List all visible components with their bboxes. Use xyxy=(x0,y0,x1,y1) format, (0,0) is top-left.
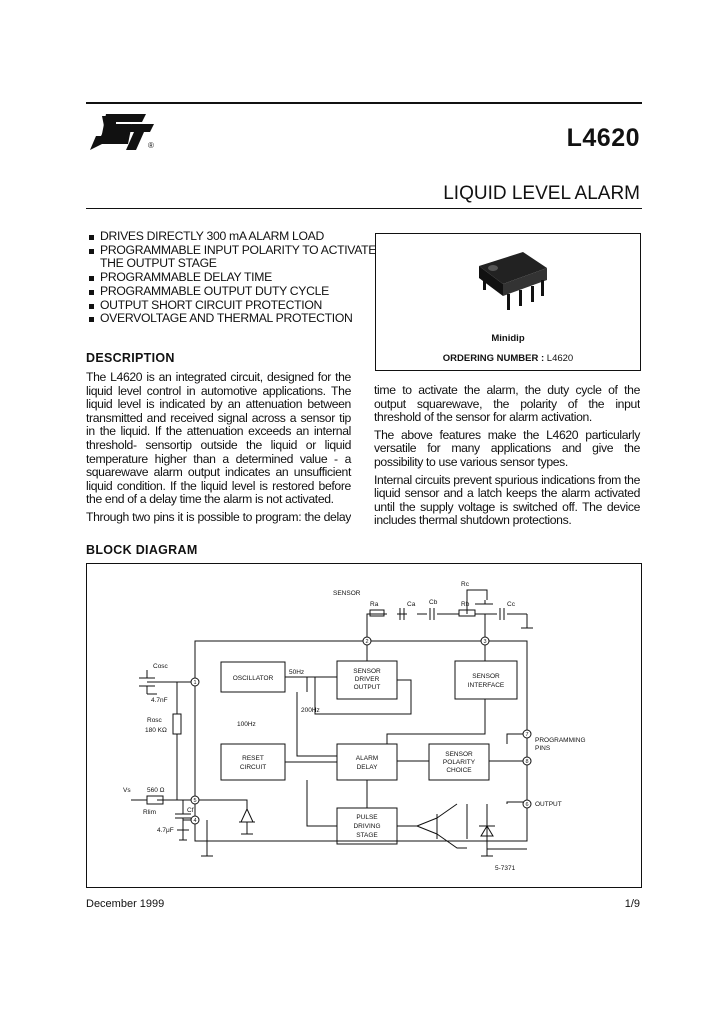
product-title: LIQUID LEVEL ALARM xyxy=(443,183,640,204)
freq-200hz: 200Hz xyxy=(301,707,320,714)
part-number: L4620 xyxy=(566,124,640,152)
cf-label: Cf xyxy=(187,807,194,814)
pin-number: 2 xyxy=(365,639,368,645)
block-label: CHOICE xyxy=(446,767,472,774)
st-logo: ® xyxy=(88,112,158,159)
pin-number: 4 xyxy=(193,818,196,824)
ic-outline xyxy=(194,640,528,842)
registered-mark: ® xyxy=(148,141,154,150)
description-heading: DESCRIPTION xyxy=(86,351,175,365)
pin-number: 1 xyxy=(193,680,196,686)
external-components xyxy=(131,589,533,857)
reset-circuit-block xyxy=(220,743,286,781)
description-paragraph: Internal circuits prevent spurious indic… xyxy=(374,472,640,528)
rc-label: Rc xyxy=(461,581,470,588)
pin-marker xyxy=(190,815,200,825)
description-paragraph: The above features make the L4620 partic… xyxy=(374,427,640,469)
package-box xyxy=(375,233,641,371)
programming-label: PINS xyxy=(535,745,551,752)
pin-marker xyxy=(522,799,532,809)
cosc-value: 4.7nF xyxy=(151,697,168,704)
pin-marker xyxy=(522,756,532,766)
pin-marker xyxy=(522,729,532,739)
block-label: RESET xyxy=(242,755,264,762)
feature-item: DRIVES DIRECTLY 300 mA ALARM LOAD xyxy=(88,229,378,244)
title-rule xyxy=(86,208,642,209)
block-label: INTERFACE xyxy=(468,682,505,689)
block-label: SENSOR xyxy=(472,673,500,680)
description-paragraph: Through two pins it is possible to progr… xyxy=(86,510,351,525)
output-label: OUTPUT xyxy=(535,801,562,808)
cb-label: Cb xyxy=(429,599,438,606)
pin-marker xyxy=(190,677,200,687)
block-label: SENSOR xyxy=(353,668,381,675)
footer-date: December 1999 xyxy=(86,898,165,910)
rlim-value: 560 Ω xyxy=(147,787,165,794)
rosc-label: Rosc xyxy=(147,717,163,724)
feature-item: OUTPUT SHORT CIRCUIT PROTECTION xyxy=(88,298,378,313)
ordering-number: ORDERING NUMBER : L4620 xyxy=(375,353,641,364)
ordering-value: L4620 xyxy=(546,353,574,364)
pin-number: 6 xyxy=(525,802,528,808)
description-column-2: Through two pins it is possible to progr… xyxy=(374,384,640,532)
pin-number: 8 xyxy=(525,759,528,765)
pin-marker xyxy=(480,636,490,646)
freq-100hz: 100Hz xyxy=(237,721,256,728)
block-label: CIRCUIT xyxy=(240,764,266,771)
block-diagram: OSCILLATOR SENSOR DRIVER OUTPUT SENSOR I… xyxy=(123,581,586,872)
feature-item: PROGRAMMABLE DELAY TIME xyxy=(88,270,378,285)
ra-label: Ra xyxy=(370,601,379,608)
block-label: PULSE xyxy=(356,814,378,821)
sensor-label: SENSOR xyxy=(333,590,361,597)
footer-page-number: 1/9 xyxy=(624,898,640,910)
description-column-1: The L4620 is an integrated circuit, desi… xyxy=(86,370,351,529)
block-label: SENSOR xyxy=(445,751,473,758)
sensor-polarity-block xyxy=(428,743,490,781)
block-label: OSCILLATOR xyxy=(233,675,274,682)
feature-list: DRIVES DIRECTLY 300 mA ALARM LOAD PROGRA… xyxy=(88,229,378,326)
figure-reference: 5-7371 xyxy=(495,865,516,872)
block-label: STAGE xyxy=(356,832,378,839)
pins xyxy=(190,636,532,825)
description-paragraph: The L4620 is an integrated circuit, desi… xyxy=(86,370,351,507)
block-diagram-heading: BLOCK DIAGRAM xyxy=(86,543,198,557)
pin-marker xyxy=(190,795,200,805)
block-label: DRIVER xyxy=(355,676,380,683)
ca-label: Ca xyxy=(407,601,416,608)
vs-label: Vs xyxy=(123,787,131,794)
programming-label: PROGRAMMING xyxy=(535,737,586,744)
block-diagram-frame: OSCILLATOR SENSOR DRIVER OUTPUT SENSOR I… xyxy=(86,563,642,888)
package-name: Minidip xyxy=(491,333,525,344)
description-paragraph-continued: Through two pins it is possible to progr… xyxy=(374,369,640,425)
rlim-label: Rlim xyxy=(143,809,156,816)
pin-number: 3 xyxy=(483,639,486,645)
block-label: OUTPUT xyxy=(354,684,381,691)
cosc-label: Cosc xyxy=(153,663,169,670)
feature-item: OVERVOLTAGE AND THERMAL PROTECTION xyxy=(88,312,378,326)
feature-item: PROGRAMMABLE OUTPUT DUTY CYCLE xyxy=(88,284,378,299)
pin-number: 7 xyxy=(525,732,528,738)
block-label: ALARM xyxy=(356,755,378,762)
alarm-delay-block xyxy=(336,743,398,781)
cf-value: 4.7μF xyxy=(157,827,174,834)
block-label: DRIVING xyxy=(353,823,380,830)
block-label: POLARITY xyxy=(443,759,476,766)
feature-item: PROGRAMMABLE INPUT POLARITY TO ACTIVATE … xyxy=(88,243,378,271)
sensor-interface-block xyxy=(454,660,518,700)
block-label: DELAY xyxy=(357,764,378,771)
cc-label: Cc xyxy=(507,601,516,608)
freq-50hz: 50Hz xyxy=(289,669,304,676)
rosc-value: 180 KΩ xyxy=(145,727,167,734)
rb-label: Rb xyxy=(461,601,470,608)
pin-number: 5 xyxy=(193,798,196,804)
pin-marker xyxy=(362,636,372,646)
minidip-package-image xyxy=(479,252,547,310)
header-rule xyxy=(86,102,642,104)
ordering-label: ORDERING NUMBER : xyxy=(442,353,545,364)
